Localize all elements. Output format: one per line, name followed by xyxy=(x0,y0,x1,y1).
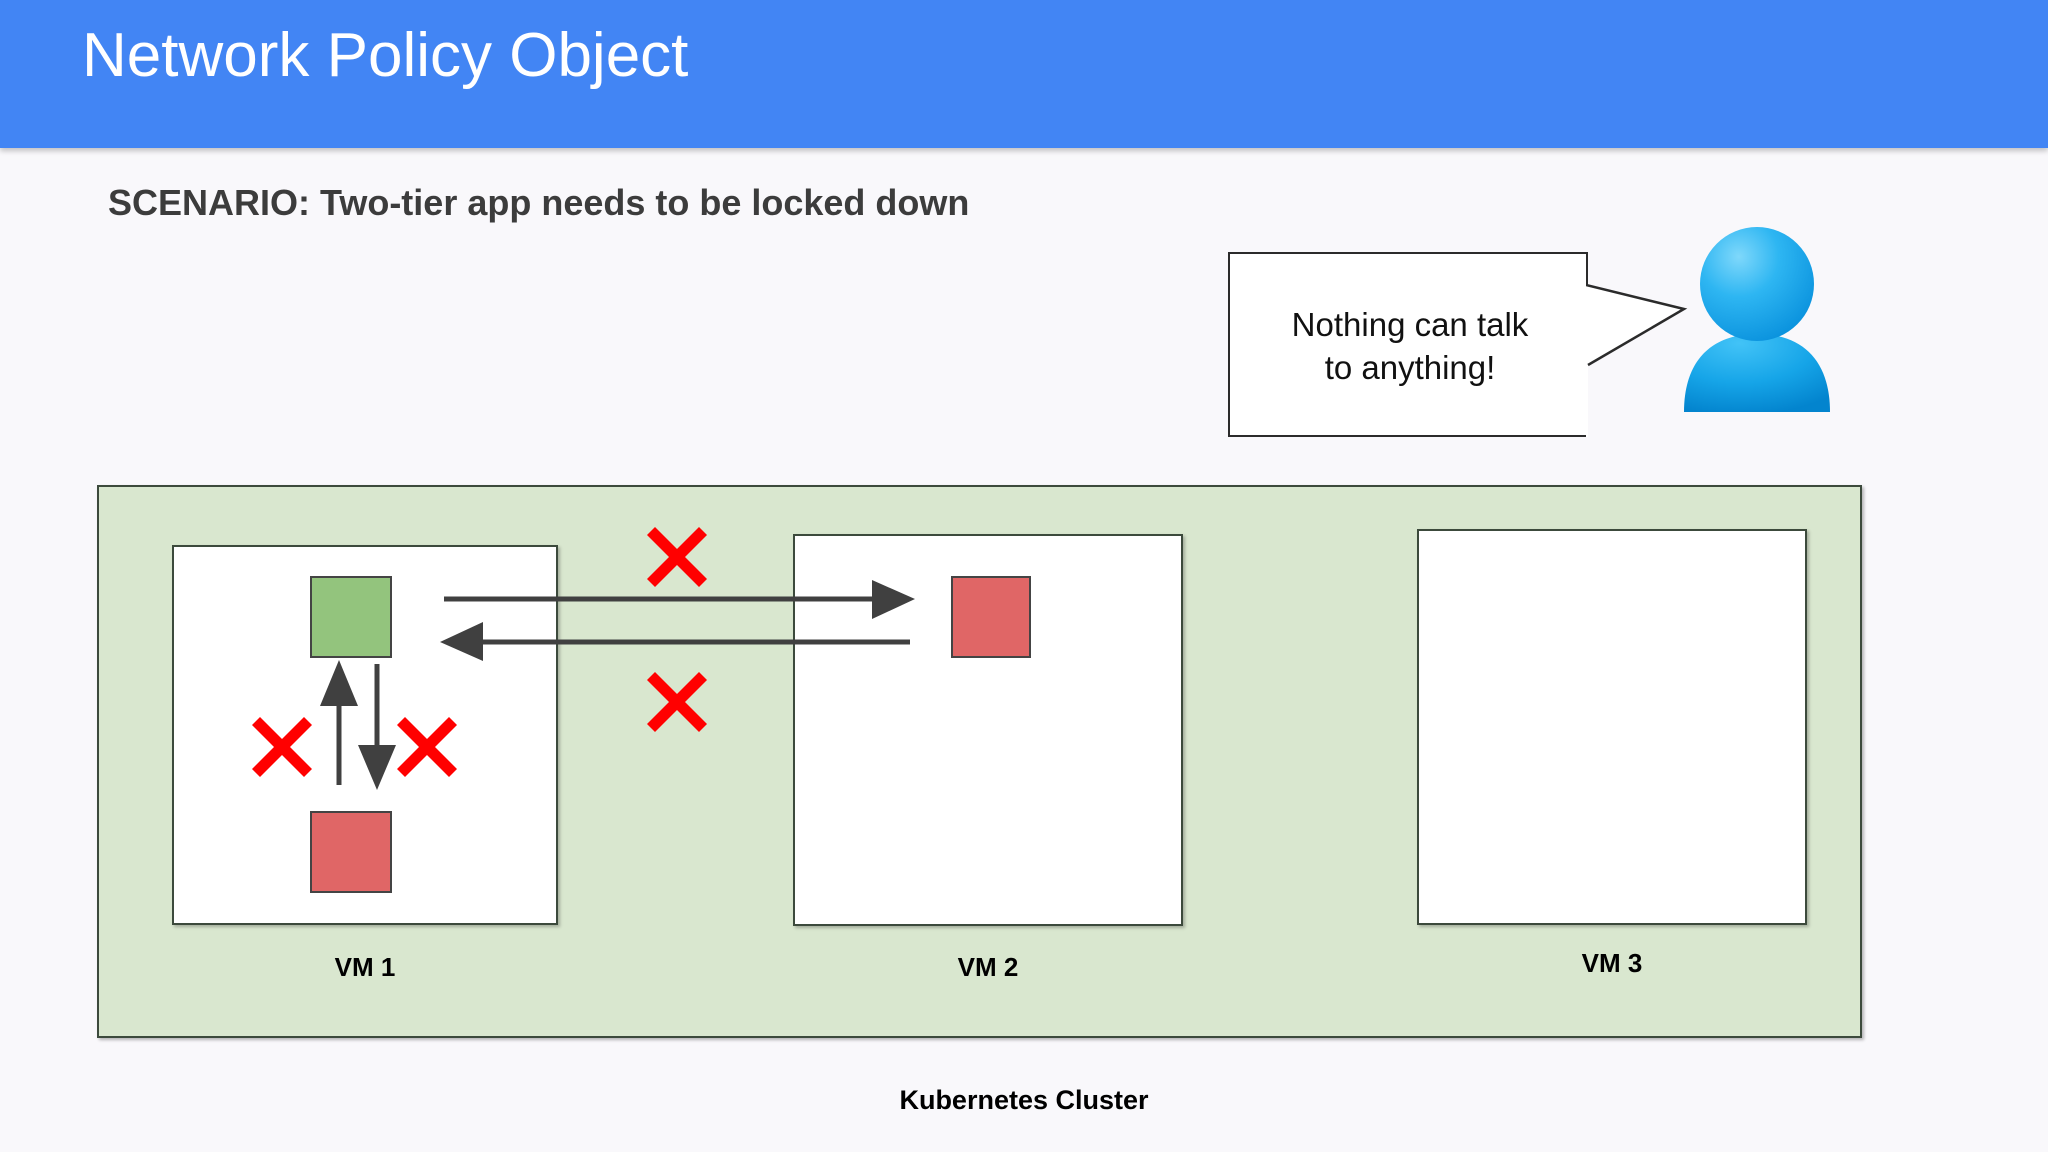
pod-red-vm2 xyxy=(951,576,1031,658)
cluster-caption: Kubernetes Cluster xyxy=(899,1085,1149,1115)
vm-label-vm3: VM 3 xyxy=(1581,948,1643,978)
speech-bubble-line-1: Nothing can talk xyxy=(1291,306,1529,344)
vm-box-vm3 xyxy=(1417,529,1807,925)
blocked-icon-vm1-intra-left xyxy=(252,717,312,777)
blocked-icon-vm1-to-vm2-lower xyxy=(647,672,707,732)
blocked-icon-vm1-to-vm2-upper xyxy=(647,527,707,587)
speech-bubble: Nothing can talk to anything! xyxy=(1228,252,1588,437)
speech-bubble-line-2: to anything! xyxy=(1324,348,1496,386)
scenario-label: SCENARIO: Two-tier app needs to be locke… xyxy=(108,182,970,223)
vm-label-vm2: VM 2 xyxy=(957,952,1019,982)
speech-bubble-text: Nothing can talk to anything! xyxy=(1230,254,1590,439)
pod-red-vm1 xyxy=(310,811,392,893)
person-icon xyxy=(1684,227,1830,412)
pod-green-vm1 xyxy=(310,576,392,658)
header-banner: Network Policy Object xyxy=(0,0,2048,148)
page-title: Network Policy Object xyxy=(82,21,689,90)
vm-label-vm1: VM 1 xyxy=(334,952,396,982)
blocked-icon-vm1-intra-right xyxy=(397,717,457,777)
speech-bubble-tail-icon xyxy=(1586,252,1688,452)
